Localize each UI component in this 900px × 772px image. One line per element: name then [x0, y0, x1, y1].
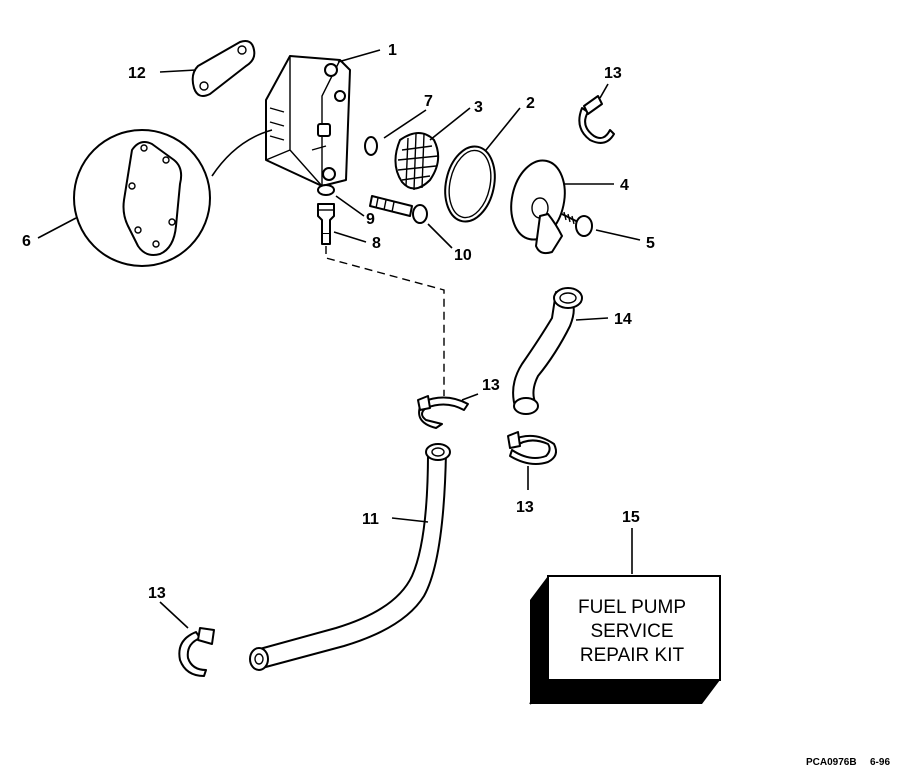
callout-12: 12 — [128, 65, 146, 82]
clamp-part-13-bottom — [178, 627, 215, 677]
o-ring-part-9 — [317, 184, 335, 196]
hose-part-14 — [512, 287, 583, 415]
callout-13-right: 13 — [516, 499, 534, 516]
callout-15: 15 — [622, 509, 640, 526]
callout-13-top: 13 — [604, 65, 622, 82]
callout-13-bottom: 13 — [148, 585, 166, 602]
callout-6: 6 — [22, 233, 31, 250]
callout-2: 2 — [526, 95, 535, 112]
kit-label-line-1: FUEL PUMP — [578, 597, 686, 618]
hose-part-11 — [249, 443, 451, 671]
callout-4: 4 — [620, 177, 629, 194]
o-ring-part-7 — [364, 136, 378, 156]
gasket-plate-part-12 — [191, 40, 256, 97]
bolt-part-10 — [369, 195, 428, 224]
repair-kit-box-part-15: FUEL PUMP SERVICE REPAIR KIT — [529, 575, 721, 705]
leader-lines — [37, 49, 641, 629]
callout-9: 9 — [366, 211, 375, 228]
figure-date: 6-96 — [870, 757, 890, 768]
screen-filter-part-3 — [394, 132, 440, 191]
pump-cover-part-4 — [510, 159, 566, 255]
figure-reference-code: PCA0976B — [806, 757, 857, 768]
fuel-pump-body-part-1 — [265, 55, 351, 187]
callout-3: 3 — [474, 99, 483, 116]
kit-label-line-3: REPAIR KIT — [580, 645, 685, 666]
screw-part-5 — [561, 211, 593, 237]
dashed-leader — [325, 246, 445, 396]
callout-14: 14 — [614, 311, 632, 328]
callout-7: 7 — [424, 93, 433, 110]
callout-13-middle: 13 — [482, 377, 500, 394]
callout-1: 1 — [388, 42, 397, 59]
callout-11: 11 — [362, 511, 379, 528]
fitting-part-8 — [317, 203, 335, 245]
clamp-part-13-middle — [417, 395, 469, 429]
clamp-part-13-right — [507, 431, 557, 465]
gasket-ring-part-2 — [444, 145, 496, 223]
callout-5: 5 — [646, 235, 655, 252]
clamp-part-13-top — [578, 95, 615, 144]
callout-8: 8 — [372, 235, 381, 252]
kit-label-line-2: SERVICE — [590, 621, 673, 642]
callout-10: 10 — [454, 247, 472, 264]
gasket-detail-part-6 — [73, 129, 273, 267]
